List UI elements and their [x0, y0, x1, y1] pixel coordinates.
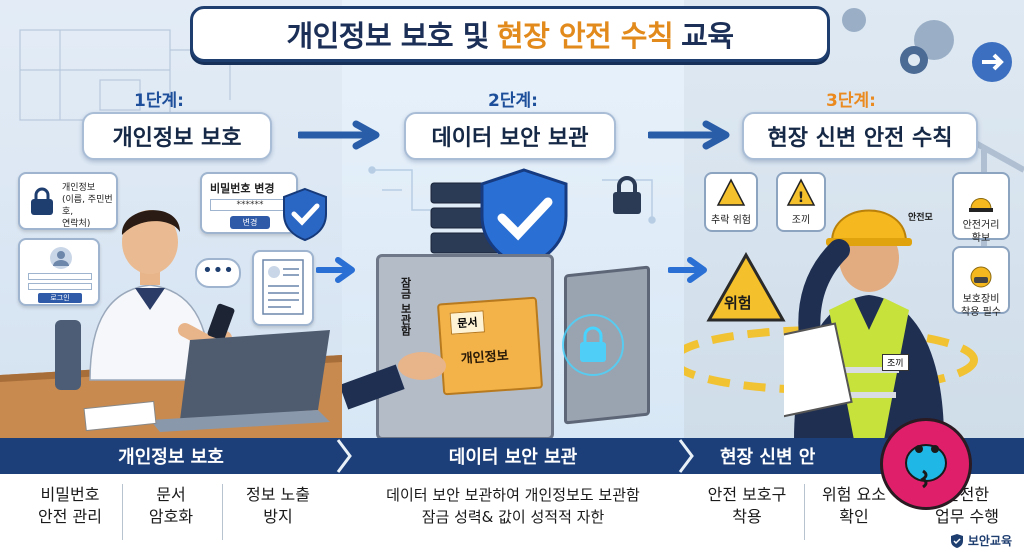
fall-hazard-icon: [716, 178, 746, 206]
p1-item-2: 문서 암호화: [148, 485, 194, 526]
document-icon: [262, 259, 304, 315]
face-mask-icon: [970, 266, 992, 288]
login-card: 로그인: [18, 238, 100, 306]
title-part3: 교육: [681, 19, 734, 53]
panel-step3: 추락 위험 ! 조끼 위험: [684, 0, 1024, 440]
divider: [122, 484, 123, 540]
caution-sign: ! 조끼: [776, 172, 826, 232]
danger-warning-sign: [706, 252, 786, 322]
username-field[interactable]: [28, 273, 92, 280]
divider: [222, 484, 223, 540]
page-title: 개인정보 보호 및 현장 안전 수칙 교육: [190, 6, 830, 62]
band-chevron-1: [336, 439, 352, 473]
lock-icon: [31, 187, 53, 215]
step2-to-step3-arrow: [648, 120, 730, 150]
step3-title: 현장 신변 안전 수칙: [742, 112, 978, 160]
gear-icon: [900, 46, 928, 74]
helmet-label: 안전모: [908, 213, 933, 223]
step1-to-step2-arrow: [298, 120, 380, 150]
step2-title: 데이터 보안 보관: [404, 112, 616, 160]
password-field[interactable]: [28, 283, 92, 290]
band-label-1: 개인정보 보호: [118, 447, 224, 468]
p3-item-2: 위험 요소 확인: [822, 485, 886, 526]
title-part1: 개인정보 보호 및: [286, 19, 489, 53]
document-card: [252, 250, 314, 326]
fall-hazard-label: 추락 위험: [711, 215, 751, 226]
panel-step2: 잠금 보관함 문서 개인정보: [342, 0, 684, 440]
safe-label: 잠금 보관함: [399, 277, 412, 336]
forward-arrow-icon: [972, 42, 1012, 82]
mascot-face: [880, 418, 972, 510]
caution-sign-label: 조끼: [791, 215, 811, 226]
password-change-title: 비밀번호 변경: [210, 182, 275, 195]
shield-check-icon: [283, 187, 327, 242]
step3-tag: 3단계:: [826, 91, 876, 111]
title-part2: 현장 안전 수칙: [496, 19, 674, 53]
personal-info-card: 개인정보 (이름, 주민번호, 연락처): [18, 172, 118, 230]
personal-info-text: 개인정보 (이름, 주민번호, 연락처): [62, 183, 113, 229]
bottom-summary: [0, 474, 1024, 559]
chat-bubble-icon: •••: [195, 258, 241, 288]
step1-tag: 1단계:: [134, 91, 184, 111]
mid-arrow-2: [668, 257, 707, 283]
fall-hazard-sign: 추락 위험: [704, 172, 758, 232]
helmet-icon: [969, 198, 993, 212]
danger-sign-label: 위험: [724, 294, 752, 312]
mid-arrow-1: [316, 257, 355, 283]
section-band: [0, 438, 1024, 474]
protective-gear-label: 보호장비 착용 필수: [961, 294, 1001, 318]
brand-shield-icon: [950, 533, 963, 548]
p2-summary-text: 데이터 보안 보관하여 개인정보도 보관함 잠금 성력& 값이 성적적 자한: [386, 486, 640, 526]
password-change-card: 비밀번호 변경 ****** 변경: [200, 172, 298, 234]
hand-illustration: [342, 352, 446, 410]
svg-text:!: !: [798, 190, 804, 206]
personal-info-folder: 문서 개인정보: [436, 296, 544, 396]
brand-logo: 보안교육: [950, 532, 1012, 549]
divider: [804, 484, 805, 540]
safety-worker-illustration: [784, 209, 944, 440]
folder-label: 개인정보: [460, 348, 510, 368]
password-change-button[interactable]: 변경: [230, 216, 270, 229]
login-button[interactable]: 로그인: [38, 293, 82, 303]
padlock-icon: [613, 176, 641, 214]
p1-item-3: 정보 노출 방지: [246, 485, 310, 526]
step1-title: 개인정보 보호: [82, 112, 272, 160]
safe-distance-label: 안전거리 확보: [962, 220, 1000, 244]
folder-tab-label: 문서: [449, 310, 486, 335]
warning-triangle-icon: !: [786, 178, 816, 206]
mascot-face-icon: [905, 444, 947, 489]
band-label-3: 현장 신변 안: [720, 447, 816, 468]
p1-item-1: 비밀번호 안전 관리: [38, 485, 102, 526]
panel-step1: 개인정보 (이름, 주민번호, 연락처) 비밀번호 변경 ****** 변경 로…: [0, 0, 342, 440]
p3-item-1: 안전 보호구 착용: [707, 485, 787, 526]
band-chevron-2: [678, 439, 694, 473]
protective-gear-card: 보호장비 착용 필수: [952, 246, 1010, 318]
p3-item-3: 안전한 업무 수행: [935, 485, 999, 526]
vest-name-tag: 조끼: [882, 354, 909, 371]
band-label-2: 데이터 보안 보관: [448, 447, 578, 468]
digital-lock-icon: [562, 314, 624, 376]
safe-distance-card: 안전거리 확보: [952, 172, 1010, 244]
brand-name: 보안교육: [967, 534, 1012, 548]
person-at-laptop-illustration: [0, 210, 342, 440]
step2-tag: 2단계:: [488, 91, 538, 111]
user-avatar-icon: [50, 247, 72, 269]
